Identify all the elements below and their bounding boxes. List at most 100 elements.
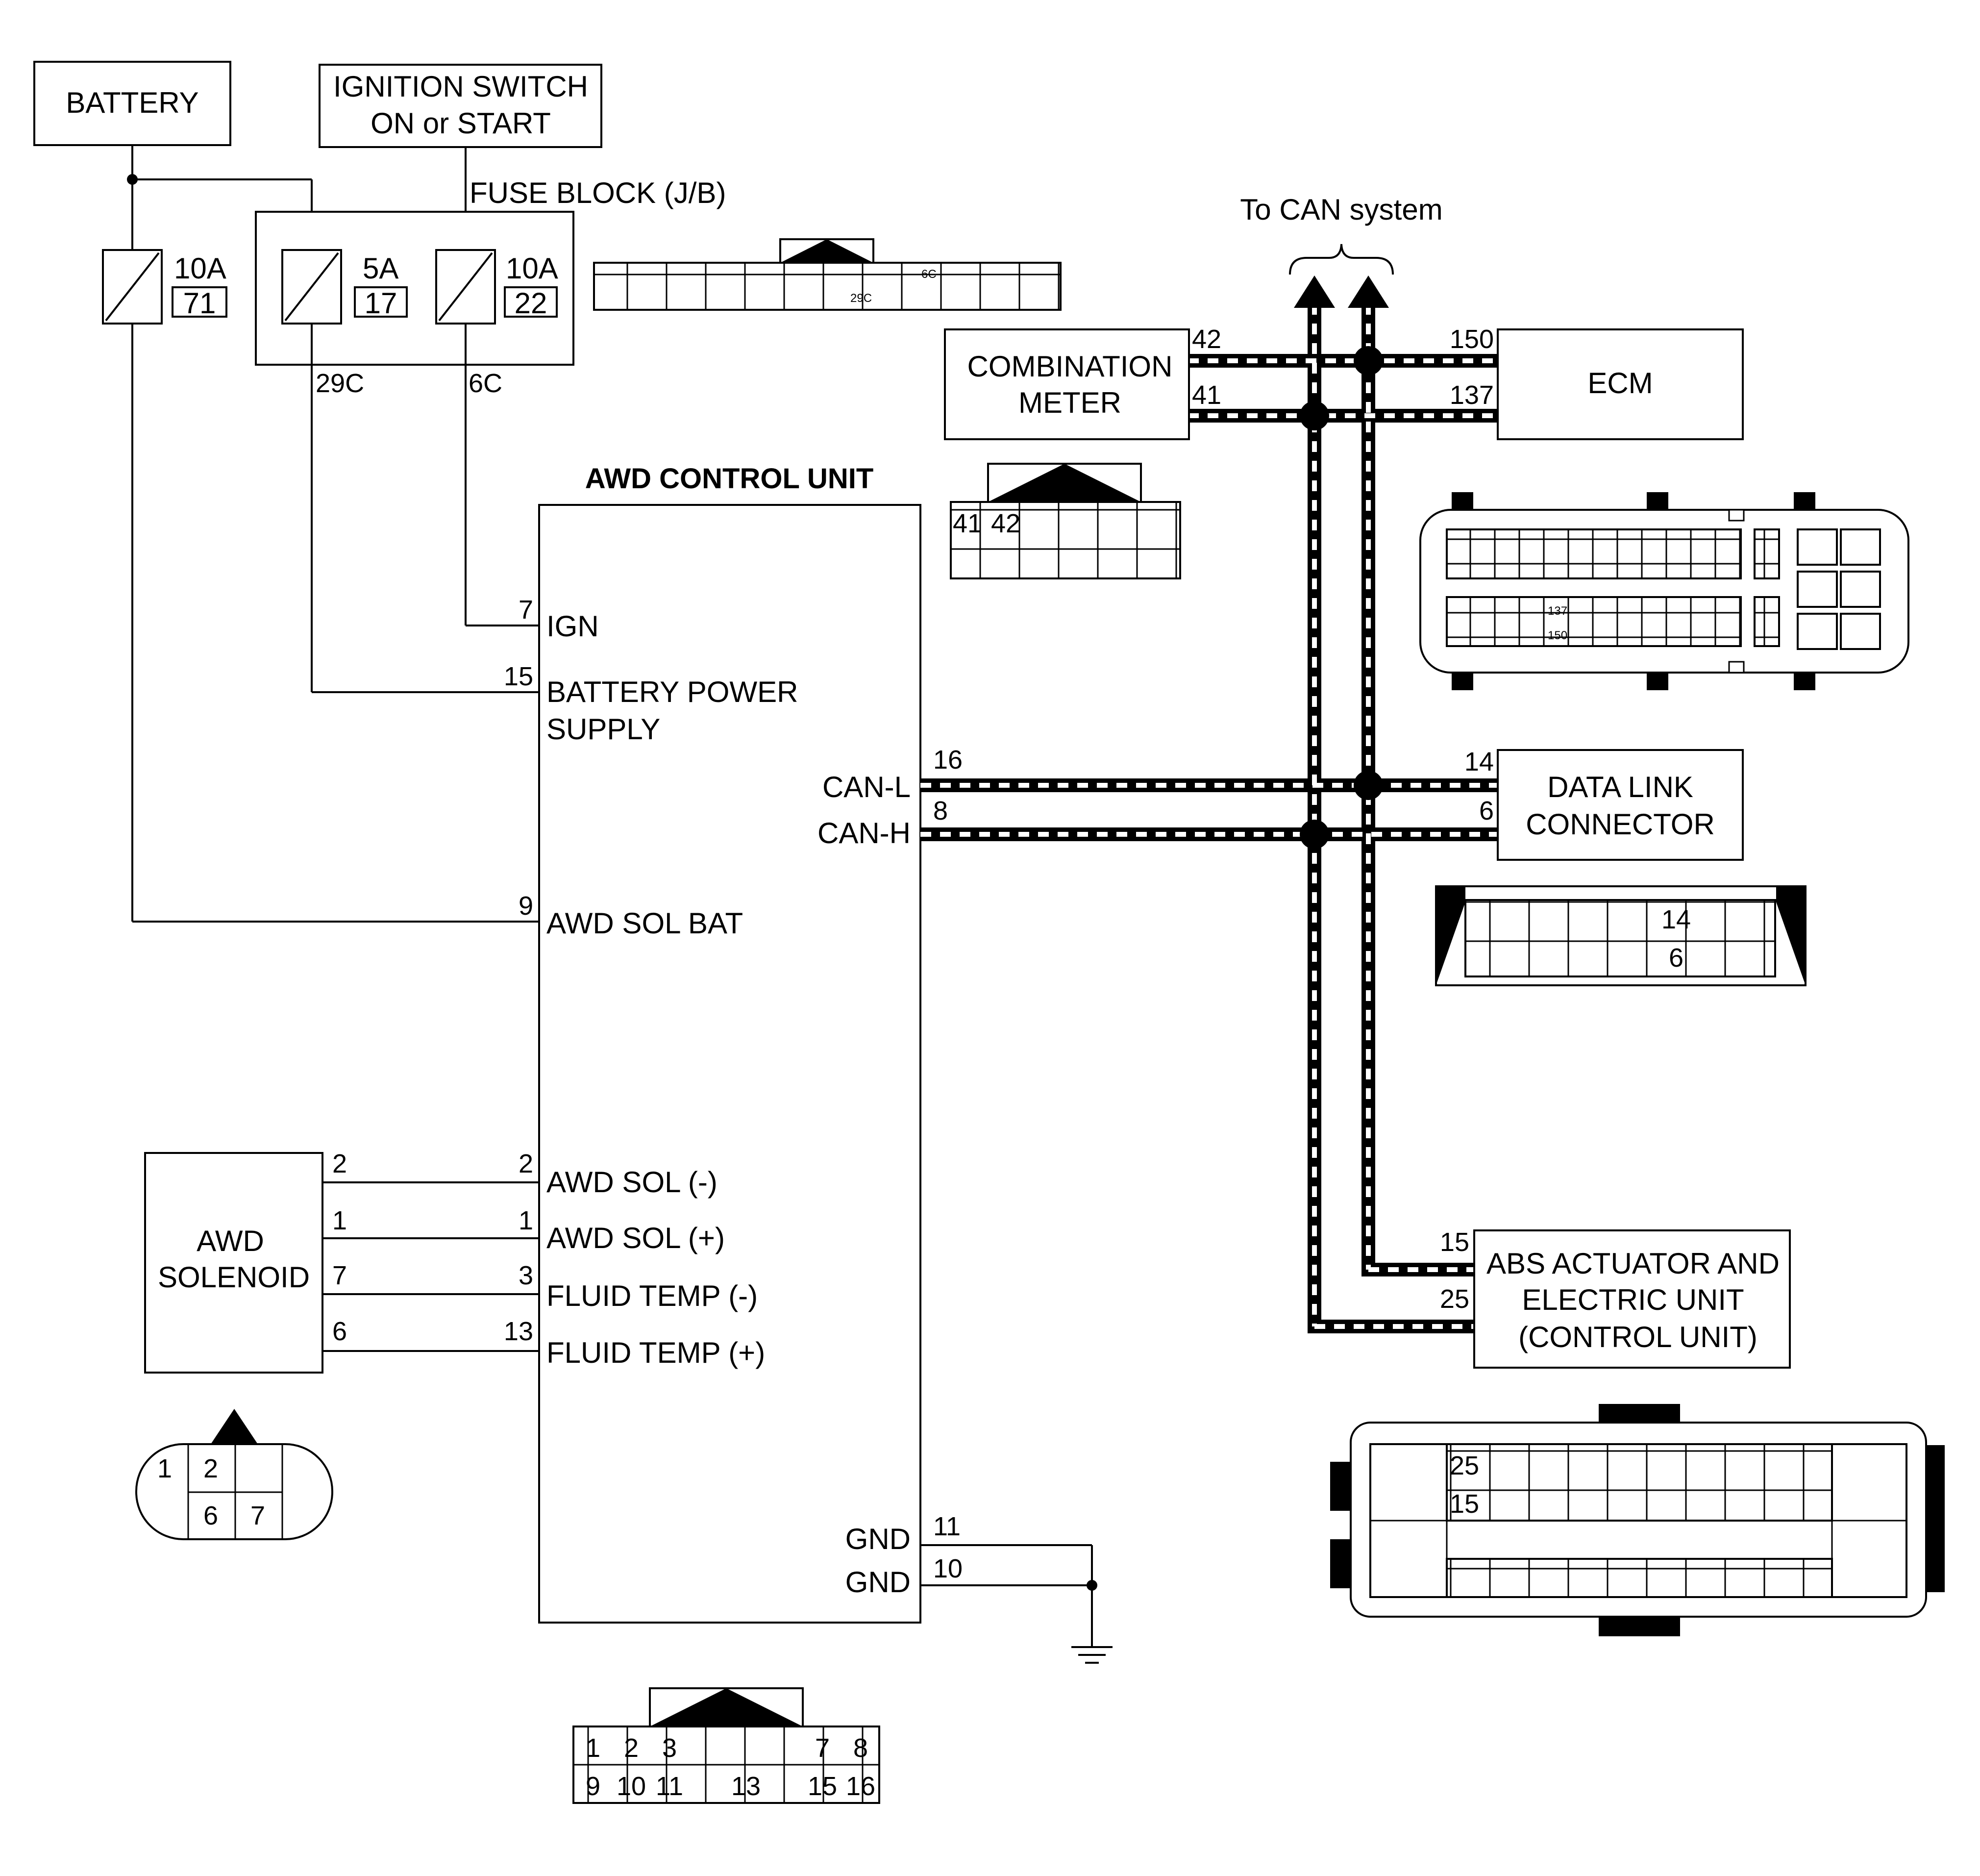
pin-number: 15 — [1440, 1227, 1469, 1257]
pin-number: 41 — [953, 509, 982, 538]
fuse-22: 10A 22 — [435, 249, 558, 325]
pin-number: 2 — [624, 1733, 639, 1763]
ground-wiring — [920, 1544, 1113, 1664]
pin-number: 10 — [933, 1554, 963, 1583]
pin-number: 9 — [519, 891, 533, 921]
pin-number: 16 — [933, 745, 963, 775]
fuse-17: 5A 17 — [281, 249, 408, 325]
combination-meter: COMBINATION METER 42 41 — [944, 325, 1221, 440]
arrow-up-icon — [1294, 275, 1335, 308]
fuse-rating: 10A — [506, 252, 558, 285]
fuse-rating: 10A — [174, 252, 226, 285]
solenoid-wiring — [322, 1181, 539, 1352]
pin-number: 16 — [846, 1772, 875, 1801]
ecm: ECM 150 137 — [1450, 325, 1744, 440]
arrow-up-icon — [1348, 275, 1389, 308]
pin-number: 7 — [332, 1261, 347, 1290]
pin-number: 1 — [586, 1733, 600, 1763]
pin-number: 9 — [586, 1772, 600, 1801]
terminal-fluid-temp-plus: FLUID TEMP (+) — [546, 1336, 765, 1369]
pin-number: 150 — [1548, 629, 1567, 642]
pin-number: 1 — [332, 1206, 347, 1235]
terminal-fluid-temp-minus: FLUID TEMP (-) — [546, 1279, 758, 1312]
pin-number: 14 — [1661, 905, 1691, 934]
fuse-number: 22 — [515, 287, 547, 320]
pin-number: 137 — [1450, 380, 1494, 410]
pin-number: 25 — [1440, 1284, 1469, 1314]
awd-control-unit-title: AWD CONTROL UNIT — [585, 463, 874, 495]
data-link-connector-face: 14 6 — [1435, 885, 1807, 986]
pin-number: 13 — [504, 1317, 533, 1346]
pin-number: 13 — [731, 1772, 761, 1801]
ecm-connector: 137 150 — [1419, 492, 1909, 690]
terminal-awd-sol-bat: AWD SOL BAT — [546, 907, 743, 940]
junction-dot — [1087, 1580, 1097, 1591]
awd-solenoid: AWD SOLENOID 2 1 7 6 — [144, 1149, 347, 1374]
terminal-awd-sol-plus: AWD SOL (+) — [546, 1222, 725, 1254]
terminal-gnd: GND — [845, 1523, 911, 1555]
pin-number: 2 — [332, 1149, 347, 1178]
awd-solenoid-connector: 1 2 6 7 — [135, 1409, 333, 1540]
combination-meter-connector: 41 42 — [950, 463, 1181, 579]
pin-number: 41 — [1192, 380, 1221, 410]
ignition-label-line1: IGNITION SWITCH — [333, 70, 588, 103]
pin-number: 15 — [504, 662, 533, 691]
fuse-rating: 5A — [363, 252, 398, 285]
ignition-switch-box: IGNITION SWITCH ON or START — [319, 64, 602, 148]
fuse-number: 71 — [183, 287, 216, 320]
fuse-output-wiring: 29C 6C — [311, 324, 539, 693]
pin-number: 137 — [1548, 604, 1567, 618]
pin-number: 6 — [203, 1501, 218, 1530]
terminal-ign: IGN — [546, 610, 599, 643]
pin-number: 8 — [853, 1733, 868, 1763]
pin-number: 1 — [519, 1206, 533, 1235]
pin-number: 42 — [991, 509, 1020, 538]
junction-dot — [1300, 820, 1329, 849]
combination-meter-label-line1: COMBINATION — [967, 350, 1173, 383]
pin-number: 25 — [1450, 1451, 1479, 1480]
fuse-number: 17 — [365, 287, 397, 320]
pin-number: 15 — [808, 1772, 837, 1801]
terminal-battery-power-supply: BATTERY POWER — [546, 675, 798, 708]
pin-number: 11 — [656, 1772, 683, 1801]
pin-number: 6 — [332, 1317, 347, 1346]
fuse-terminal-6c: 6C — [469, 369, 502, 398]
terminal-can-l: CAN-L — [822, 771, 911, 803]
pin-number: 10 — [617, 1772, 646, 1801]
data-link-label-line1: DATA LINK — [1547, 771, 1693, 803]
junction-dot — [1300, 401, 1329, 430]
fuse-connector-pin-29c: 29C — [850, 292, 872, 305]
pin-number: 11 — [933, 1512, 961, 1541]
junction-dot — [127, 174, 138, 185]
junction-dot — [1354, 771, 1383, 800]
awd-solenoid-label-line1: AWD — [197, 1225, 264, 1257]
pin-number: 8 — [933, 796, 948, 825]
pin-number: 7 — [519, 595, 533, 625]
fuse-block-label: FUSE BLOCK (J/B) — [470, 176, 726, 209]
awd-solenoid-label-line2: SOLENOID — [158, 1261, 310, 1294]
terminal-battery-power-supply-line2: SUPPLY — [546, 713, 660, 746]
fuse-connector-pin-6c: 6C — [921, 268, 937, 281]
fuse-71: 10A 71 — [102, 249, 227, 325]
junction-dot — [1354, 346, 1383, 375]
pin-number: 42 — [1192, 325, 1221, 354]
abs-actuator-unit: ABS ACTUATOR AND ELECTRIC UNIT (CONTROL … — [1440, 1227, 1791, 1369]
ecm-label: ECM — [1587, 367, 1653, 400]
pin-number: 14 — [1464, 747, 1494, 776]
pin-number: 150 — [1450, 325, 1494, 354]
pin-number: 1 — [157, 1454, 172, 1483]
pin-number: 6 — [1669, 943, 1683, 973]
terminal-gnd: GND — [845, 1566, 911, 1599]
abs-label-line2: ELECTRIC UNIT — [1522, 1283, 1744, 1316]
pin-number: 3 — [519, 1261, 533, 1290]
battery-label: BATTERY — [66, 86, 198, 119]
data-link-connector: DATA LINK CONNECTOR 14 6 — [1464, 747, 1744, 861]
data-link-label-line2: CONNECTOR — [1526, 808, 1715, 841]
fuse-terminal-29c: 29C — [316, 369, 364, 398]
terminal-awd-sol-minus: AWD SOL (-) — [546, 1166, 718, 1199]
can-bus: To CAN system — [920, 193, 1498, 1333]
battery-box: BATTERY — [33, 61, 231, 146]
awd-control-unit: AWD CONTROL UNIT 7 IGN 15 BATTERY POWER … — [504, 463, 963, 1624]
brace-icon — [1289, 244, 1394, 275]
can-system-label: To CAN system — [1240, 193, 1442, 226]
